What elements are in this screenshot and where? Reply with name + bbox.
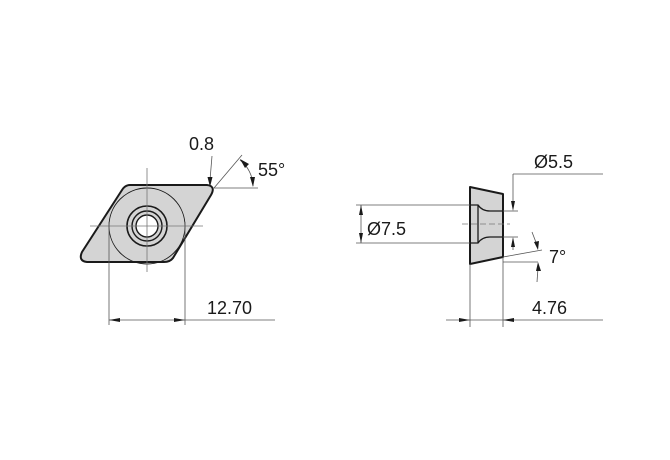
- arrowhead-d75-top-icon: [359, 205, 363, 215]
- leader-corner-radius: [209, 155, 213, 181]
- arrowhead-right-icon: [174, 318, 185, 322]
- side-view: Ø7.5 Ø5.5 7° 4.76: [356, 152, 603, 327]
- arrowhead-left-icon: [109, 318, 120, 322]
- arrowhead-d55-top-icon: [511, 201, 515, 211]
- label-inscribed-circle: 12.70: [207, 298, 252, 318]
- label-included-angle: 55°: [258, 160, 285, 180]
- angle-slant-line: [213, 154, 243, 189]
- arrowhead-angle-bottom-icon: [250, 177, 255, 187]
- label-hole-outer-diameter: Ø7.5: [367, 219, 406, 239]
- arrowhead-d55-bottom-icon: [511, 237, 515, 247]
- angle-7-slant-line: [502, 249, 543, 258]
- label-thickness: 4.76: [532, 298, 567, 318]
- arrowhead-7-lower-icon: [536, 262, 541, 271]
- arrowhead-d75-bottom-icon: [359, 233, 363, 243]
- insert-side-outline: [469, 186, 504, 265]
- label-hole-inner-diameter: Ø5.5: [534, 152, 573, 172]
- top-view: 12.70 0.8 55°: [79, 134, 285, 325]
- arrowhead-thickness-left-icon: [459, 318, 470, 322]
- label-clearance-angle: 7°: [549, 247, 566, 267]
- arrowhead-7-upper-icon: [534, 241, 539, 250]
- arrowhead-corner-radius-icon: [207, 177, 213, 187]
- arrowhead-thickness-right-icon: [503, 318, 514, 322]
- label-corner-radius: 0.8: [189, 134, 214, 154]
- arrowhead-angle-top-icon: [240, 159, 249, 168]
